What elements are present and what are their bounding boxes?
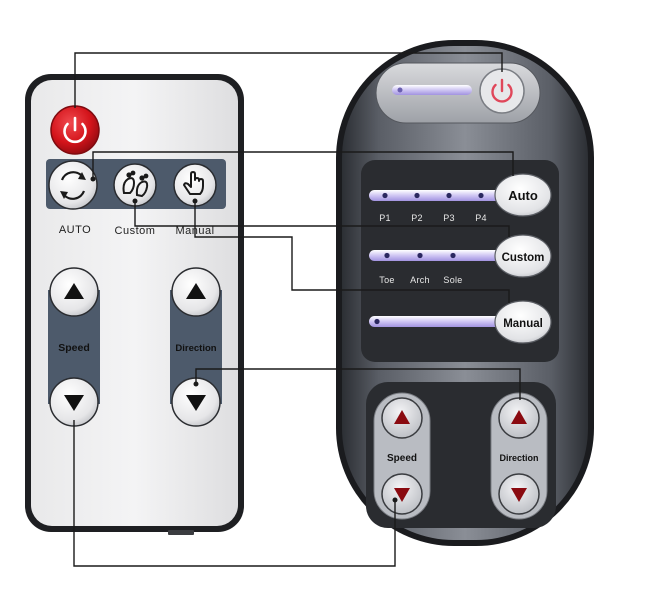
triangle-down-icon (394, 488, 410, 502)
custom-point-sole: Sole (443, 275, 462, 285)
connector-direction (195, 368, 521, 400)
custom-point-toe: Toe (379, 275, 394, 285)
left-speed-label: Speed (58, 342, 90, 354)
connector-speed (73, 420, 396, 567)
auto-point-p4: P4 (475, 213, 487, 223)
right-custom-button[interactable]: Custom (494, 234, 552, 278)
triangle-down-icon (64, 395, 84, 411)
triangle-up-icon (511, 410, 527, 424)
power-icon (491, 78, 513, 103)
connector-lines (73, 52, 521, 567)
triangle-up-icon (64, 283, 84, 299)
connector-power (74, 52, 503, 108)
right-manual-button[interactable]: Manual (494, 300, 552, 344)
left-custom-button[interactable] (113, 163, 157, 207)
left-power-button[interactable] (50, 105, 100, 155)
right-speed-down-button[interactable] (381, 473, 423, 515)
triangle-up-icon (394, 410, 410, 424)
power-led (397, 87, 403, 93)
triangle-down-icon (186, 395, 206, 411)
right-speed-up-button[interactable] (381, 397, 423, 439)
custom-feet-icon (122, 170, 149, 198)
left-direction-label: Direction (175, 343, 216, 354)
right-direction-up-button[interactable] (498, 397, 540, 439)
auto-point-p2: P2 (411, 213, 423, 223)
auto-cycle-icon (60, 171, 86, 200)
left-speed-down-button[interactable] (49, 377, 99, 427)
right-auto-label: Auto (508, 188, 538, 203)
auto-led-dots (382, 192, 484, 199)
auto-point-p1: P1 (379, 213, 391, 223)
auto-led-bar (369, 190, 501, 201)
left-auto-label: AUTO (59, 224, 91, 236)
power-icon (63, 116, 87, 144)
right-power-button[interactable] (479, 68, 525, 114)
right-speed-label: Speed (387, 453, 417, 464)
triangle-up-icon (186, 283, 206, 299)
left-manual-button[interactable] (173, 163, 217, 207)
left-direction-up-button[interactable] (171, 267, 221, 317)
custom-led-dots (384, 252, 456, 259)
right-auto-button[interactable]: Auto (494, 173, 552, 217)
left-direction-down-button[interactable] (171, 377, 221, 427)
connector-auto (92, 151, 514, 179)
right-remote: Auto P1 P2 P3 P4 Custom Toe Arch Sole Ma… (336, 40, 594, 546)
left-auto-button[interactable] (48, 160, 98, 210)
custom-led-bar (369, 250, 503, 261)
left-custom-label: Custom (115, 225, 156, 237)
left-remote: AUTO Custom Manual Speed Direction (25, 74, 244, 535)
right-direction-down-button[interactable] (498, 473, 540, 515)
power-led-bar (392, 85, 472, 95)
manual-led-bar (369, 316, 503, 327)
connector-custom (134, 201, 510, 237)
auto-point-p3: P3 (443, 213, 455, 223)
connector-manual (194, 201, 510, 303)
right-manual-label: Manual (503, 318, 543, 330)
left-speed-up-button[interactable] (49, 267, 99, 317)
manual-led-dot (374, 318, 380, 325)
custom-point-arch: Arch (410, 275, 430, 285)
hand-point-icon (183, 171, 204, 195)
connector-endpoints (90, 176, 398, 503)
battery-notch (168, 530, 194, 535)
right-custom-label: Custom (502, 252, 545, 264)
triangle-down-icon (511, 488, 527, 502)
right-direction-label: Direction (499, 453, 538, 463)
